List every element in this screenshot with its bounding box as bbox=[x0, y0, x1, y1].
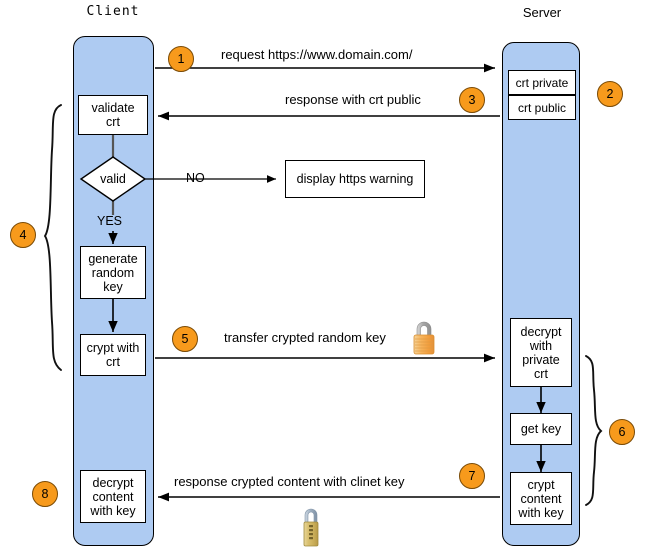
step-badge-3: 3 bbox=[459, 87, 485, 113]
step-badge-8: 8 bbox=[32, 481, 58, 507]
brace-client-group bbox=[43, 104, 62, 371]
process-crypt-content-with-key: crypt content with key bbox=[510, 472, 572, 525]
padlock-icon bbox=[409, 318, 439, 361]
message-label-response-crt-public: response with crt public bbox=[285, 92, 421, 107]
process-validate-crt: validate crt bbox=[78, 95, 148, 135]
decision-valid-label: valid bbox=[100, 172, 126, 186]
brace-server-group bbox=[585, 355, 603, 506]
edge-label-no: NO bbox=[186, 171, 205, 185]
message-label-response-content: response crypted content with clinet key bbox=[174, 474, 405, 489]
process-crypt-with-crt: crypt with crt bbox=[80, 334, 146, 376]
padlock-combination-icon bbox=[298, 503, 324, 556]
actor-label-server: Server bbox=[522, 5, 562, 20]
process-decrypt-content-with-key: decrypt content with key bbox=[80, 470, 146, 523]
process-get-key: get key bbox=[510, 413, 572, 445]
process-display-https-warning: display https warning bbox=[285, 160, 425, 198]
message-label-request: request https://www.domain.com/ bbox=[221, 47, 413, 62]
step-badge-1: 1 bbox=[168, 46, 194, 72]
process-crt-private: crt private bbox=[508, 70, 576, 95]
process-decrypt-with-private-crt: decrypt with private crt bbox=[510, 318, 572, 387]
step-badge-5: 5 bbox=[172, 326, 198, 352]
step-badge-2: 2 bbox=[597, 81, 623, 107]
message-label-transfer-key: transfer crypted random key bbox=[224, 330, 386, 345]
actor-label-client: Client bbox=[86, 4, 140, 19]
process-generate-random-key: generate random key bbox=[80, 246, 146, 299]
decision-valid: valid bbox=[81, 157, 145, 201]
step-badge-7: 7 bbox=[459, 463, 485, 489]
process-crt-public: crt public bbox=[508, 95, 576, 120]
step-badge-6: 6 bbox=[609, 419, 635, 445]
edge-label-yes: YES bbox=[97, 214, 123, 228]
step-badge-4: 4 bbox=[10, 222, 36, 248]
